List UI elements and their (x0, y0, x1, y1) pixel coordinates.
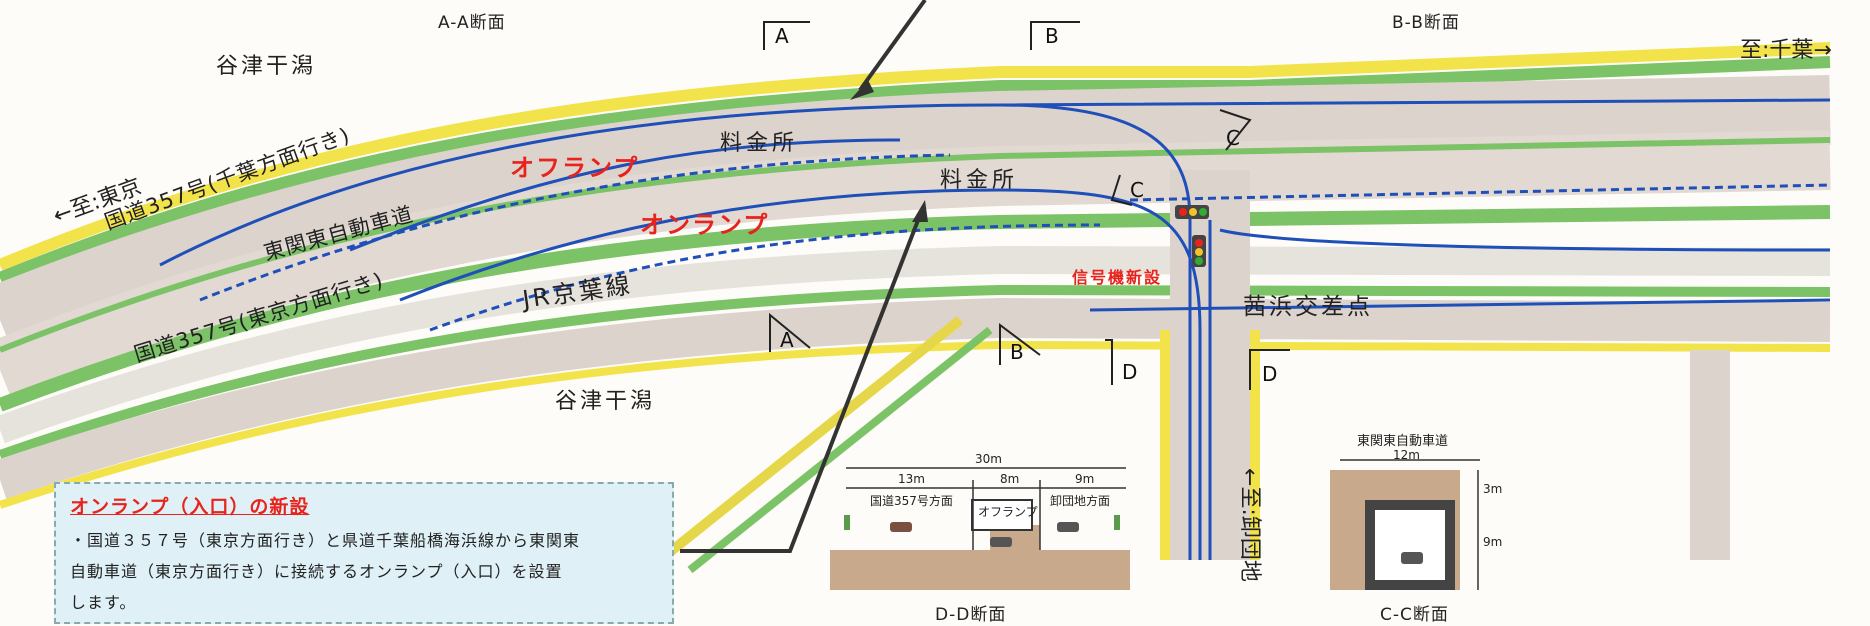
section-marker-a-bottom: A (780, 328, 794, 352)
place-yatsu-bottom: 谷津干潟 (555, 389, 656, 414)
off-ramp-label: オフランプ (510, 154, 640, 182)
bb-section-label: B-B断面 (1392, 13, 1460, 33)
new-signal-label: 信号機新設 (1072, 268, 1163, 287)
dd-left-width: 13m (898, 472, 925, 486)
section-marker-a-top: A (775, 24, 789, 48)
section-marker-b-top: B (1045, 24, 1059, 48)
place-yatsu-top: 谷津干潟 (216, 54, 317, 79)
place-akanehama: 茜浜交差点 (1243, 294, 1373, 320)
dd-right-label: 卸団地方面 (1050, 494, 1111, 508)
note-line-2: 自動車道（東京方面行き）に接続するオンランプ（入口）を設置 (70, 562, 563, 581)
dd-section-drawing (830, 467, 1130, 590)
aa-section-label: A-A断面 (438, 13, 506, 33)
section-marker-c-left: C (1130, 178, 1144, 202)
cc-title: 東関東自動車道 (1357, 434, 1449, 449)
dd-middle-label: オフランプ (978, 505, 1038, 519)
direction-chiba: 至:千葉→ (1740, 38, 1832, 63)
dd-section-caption: D-D断面 (935, 605, 1007, 625)
dd-left-label: 国道357号方面 (870, 494, 953, 508)
dd-total-width: 30m (975, 452, 1002, 466)
dd-right-width: 9m (1075, 472, 1095, 486)
note-title: オンランプ（入口）の新設 (70, 496, 310, 518)
note-line-1: ・国道３５７号（東京方面行き）と県道千葉船橋海浜線から東関東 (70, 531, 581, 550)
cc-height-top: 3m (1483, 482, 1503, 496)
toll-booth-lower: 料金所 (940, 168, 1019, 193)
note-line-3: します。 (70, 593, 137, 612)
cc-section-caption: C-C断面 (1380, 605, 1449, 625)
section-marker-d-left: D (1122, 360, 1138, 384)
cc-height-main: 9m (1483, 535, 1503, 549)
dd-middle-width: 8m (1000, 472, 1020, 486)
on-ramp-label: オンランプ (640, 211, 770, 239)
section-marker-c-right: C (1226, 126, 1240, 150)
section-marker-b-bottom: B (1010, 340, 1024, 364)
direction-oroshidanchi: ←至:卸団地 (1237, 468, 1262, 582)
toll-booth-upper: 料金所 (720, 131, 799, 156)
section-marker-d-right: D (1262, 362, 1278, 386)
note-box: オンランプ（入口）の新設 ・国道３５７号（東京方面行き）と県道千葉船橋海浜線から… (54, 482, 674, 624)
cc-section-drawing (1330, 459, 1480, 590)
cc-width: 12m (1393, 448, 1420, 462)
